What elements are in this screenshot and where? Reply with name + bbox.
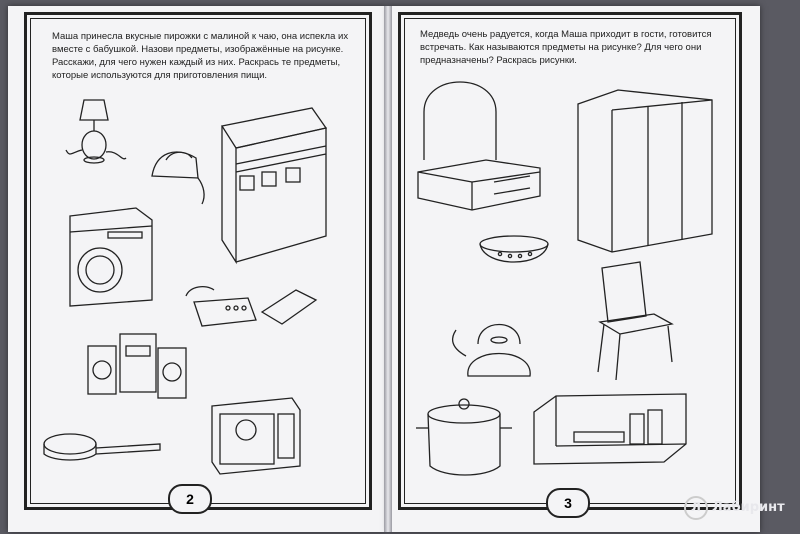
shelf-illustration <box>533 393 687 465</box>
colander-illustration <box>479 235 549 263</box>
left-page <box>8 6 386 532</box>
microwave-illustration <box>211 397 301 475</box>
page-number-right: 3 <box>546 488 590 518</box>
kettle-illustration <box>452 323 531 377</box>
pot-illustration <box>416 398 512 476</box>
right-page-instructions: Медведь очень радуется, когда Маша прихо… <box>420 29 712 66</box>
remote-illustration <box>260 289 318 325</box>
labirint-logo-icon: Л <box>684 496 708 520</box>
stove-illustration <box>220 107 328 265</box>
frying-pan-illustration <box>43 433 161 461</box>
book-gutter <box>384 6 392 532</box>
chair-illustration <box>597 261 674 381</box>
iron-illustration <box>151 151 205 205</box>
dresser-illustration <box>417 81 541 211</box>
right-page <box>388 6 760 532</box>
wardrobe-illustration <box>577 89 713 253</box>
page-number-left: 2 <box>168 484 212 514</box>
left-page-instructions: Маша принесла вкусные пирожки с малиной … <box>52 31 349 81</box>
lamp-illustration <box>65 99 127 164</box>
labirint-logo-text: Лабиринт <box>712 500 785 515</box>
telephone-illustration <box>185 285 257 327</box>
labirint-logo: Л Лабиринт <box>684 496 785 520</box>
washing-machine-illustration <box>69 207 153 307</box>
music-center-illustration <box>87 333 187 399</box>
